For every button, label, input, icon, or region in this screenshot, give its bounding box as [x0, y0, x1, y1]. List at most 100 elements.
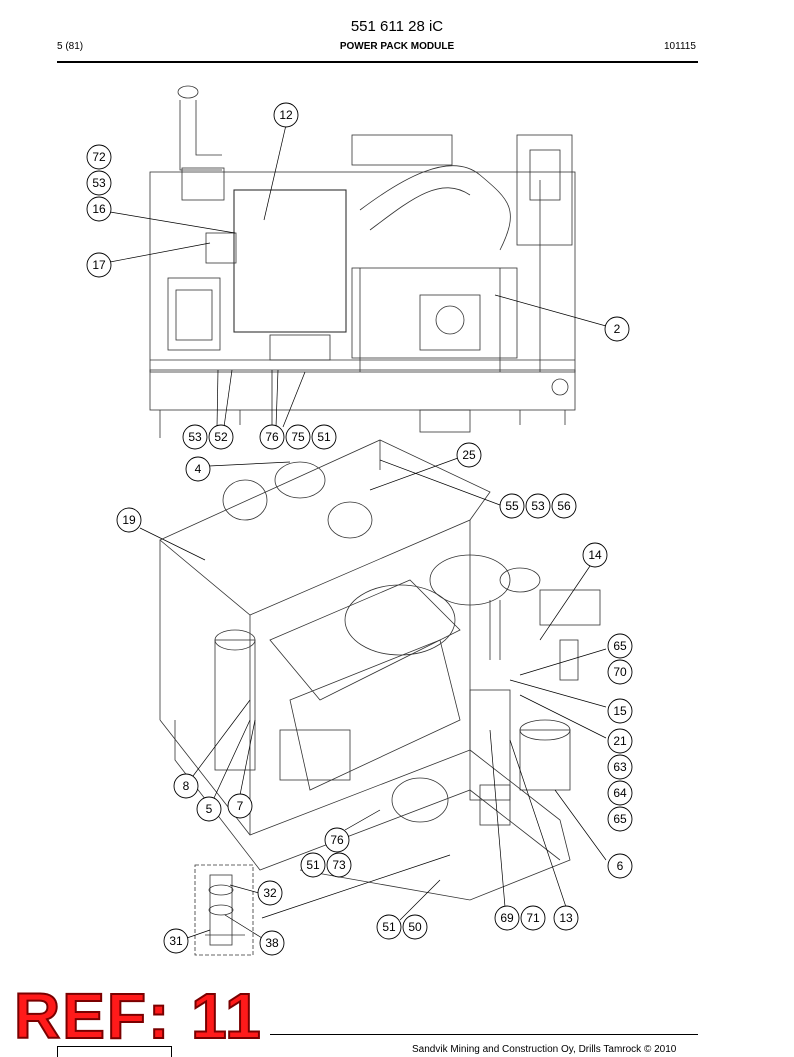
callout-circle — [582, 542, 608, 568]
callout-circle — [196, 796, 222, 822]
callout-label: 31 — [169, 934, 183, 948]
callout-label: 12 — [279, 108, 293, 122]
callout-38: 38 — [259, 930, 285, 956]
callout-circle — [86, 144, 112, 170]
callout-label: 21 — [613, 734, 627, 748]
callout-50: 50 — [402, 914, 428, 940]
callout-70: 70 — [607, 659, 633, 685]
callout-circle — [163, 928, 189, 954]
callout-circle — [604, 316, 630, 342]
callout-63: 63 — [607, 754, 633, 780]
callout-label: 16 — [92, 202, 106, 216]
leader-lines — [109, 124, 607, 939]
callout-label: 63 — [613, 760, 627, 774]
callout-circle — [456, 442, 482, 468]
callout-65: 65 — [607, 633, 633, 659]
callout-12: 12 — [273, 102, 299, 128]
callout-13: 13 — [553, 905, 579, 931]
callout-circle — [525, 493, 551, 519]
top-view-assembly — [149, 85, 576, 438]
callout-circle — [116, 507, 142, 533]
callout-label: 53 — [531, 499, 545, 513]
callout-circle — [208, 424, 234, 450]
callout-72: 72 — [86, 144, 112, 170]
callout-label: 5 — [206, 802, 213, 816]
callout-circle — [607, 780, 633, 806]
callout-15: 15 — [607, 698, 633, 724]
callout-label: 14 — [588, 548, 602, 562]
callout-circle — [553, 905, 579, 931]
callout-2: 2 — [604, 316, 630, 342]
sandvik-logo — [57, 1046, 172, 1057]
callout-label: 72 — [92, 150, 106, 164]
footer-rule — [270, 1034, 698, 1035]
callout-69: 69 — [494, 905, 520, 931]
callout-5: 5 — [196, 796, 222, 822]
footer-copyright: Sandvik Mining and Construction Oy, Dril… — [412, 1044, 677, 1055]
callout-51: 51 — [311, 424, 337, 450]
callout-51: 51 — [300, 852, 326, 878]
callout-label: 7 — [237, 799, 244, 813]
callout-71: 71 — [520, 905, 546, 931]
callout-circle — [185, 456, 211, 482]
callout-label: 19 — [122, 513, 136, 527]
callout-52: 52 — [208, 424, 234, 450]
callout-label: 69 — [500, 911, 514, 925]
callout-53: 53 — [525, 493, 551, 519]
callout-label: 15 — [613, 704, 627, 718]
callout-label: 2 — [614, 322, 621, 336]
callout-label: 13 — [559, 911, 573, 925]
callout-circle — [520, 905, 546, 931]
callout-circle — [257, 880, 283, 906]
callout-label: 17 — [92, 258, 106, 272]
callout-label: 55 — [505, 499, 519, 513]
callout-19: 19 — [116, 507, 142, 533]
callout-circle — [326, 852, 352, 878]
callout-label: 4 — [195, 462, 202, 476]
callout-55: 55 — [499, 493, 525, 519]
callout-label: 8 — [183, 779, 190, 793]
callout-label: 71 — [526, 911, 540, 925]
callout-circle — [499, 493, 525, 519]
callout-circle — [273, 102, 299, 128]
callout-8: 8 — [173, 773, 199, 799]
ref-stamp: REF: 11 — [13, 980, 263, 1052]
callout-label: 75 — [291, 430, 305, 444]
callout-circle — [551, 493, 577, 519]
callout-76: 76 — [324, 827, 350, 853]
callout-label: 53 — [92, 176, 106, 190]
document-code: 101115 — [664, 41, 696, 52]
callout-label: 53 — [188, 430, 202, 444]
page-number: 5 (81) — [57, 41, 84, 52]
callout-31: 31 — [163, 928, 189, 954]
section-title: POWER PACK MODULE — [339, 41, 455, 52]
callout-label: 56 — [557, 499, 571, 513]
callout-circle — [86, 170, 112, 196]
callout-64: 64 — [607, 780, 633, 806]
callout-6: 6 — [607, 853, 633, 879]
callout-75: 75 — [285, 424, 311, 450]
callout-circle — [86, 252, 112, 278]
callout-label: 32 — [263, 886, 277, 900]
callout-circle — [607, 659, 633, 685]
callout-label: 76 — [330, 833, 344, 847]
callout-label: 70 — [613, 665, 627, 679]
callout-circle — [607, 806, 633, 832]
callout-53: 53 — [182, 424, 208, 450]
callout-circle — [311, 424, 337, 450]
callout-32: 32 — [257, 880, 283, 906]
callout-76: 76 — [259, 424, 285, 450]
callout-label: 73 — [332, 858, 346, 872]
callout-circle — [607, 853, 633, 879]
callout-51: 51 — [376, 914, 402, 940]
callout-56: 56 — [551, 493, 577, 519]
callout-53: 53 — [86, 170, 112, 196]
callout-label: 76 — [265, 430, 279, 444]
callout-label: 51 — [382, 920, 396, 934]
detail-inset — [194, 864, 254, 956]
callout-label: 65 — [613, 639, 627, 653]
callout-circle — [402, 914, 428, 940]
callout-label: 50 — [408, 920, 422, 934]
callout-circle — [607, 698, 633, 724]
